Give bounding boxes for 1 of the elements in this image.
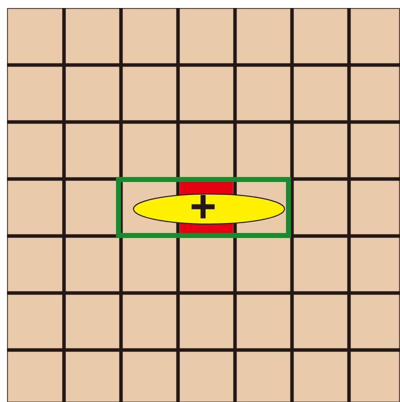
plus-sign: + bbox=[190, 183, 216, 229]
